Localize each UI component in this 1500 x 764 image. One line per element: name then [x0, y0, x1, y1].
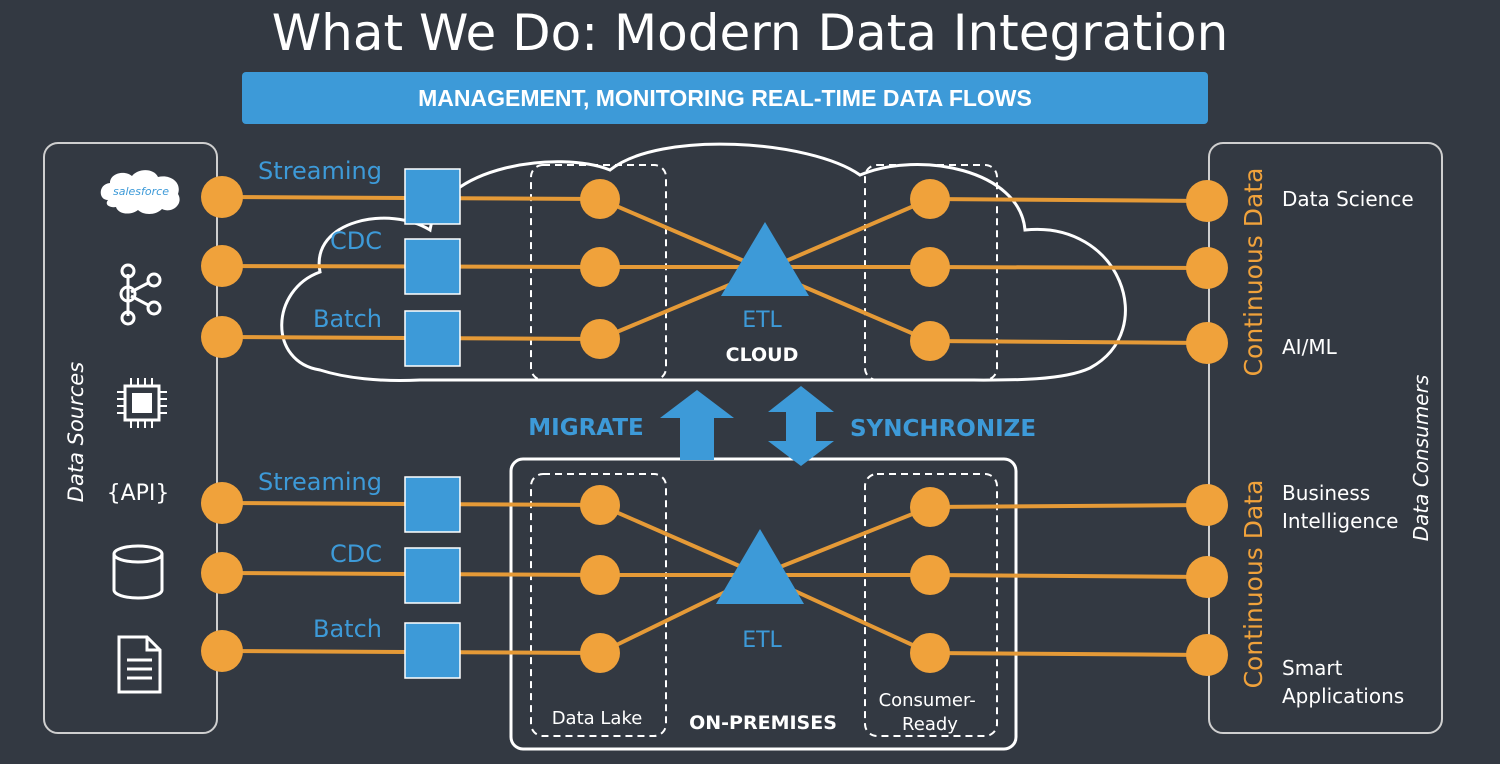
onprem-streaming-label: Streaming — [258, 468, 382, 496]
cloud-etl-label: ETL — [742, 308, 782, 333]
cloud-batch-label: Batch — [313, 305, 382, 333]
api-label: {API} — [107, 481, 170, 506]
cloud-data-lake-box — [530, 164, 667, 381]
cloud-cdc-label: CDC — [330, 227, 382, 255]
data-consumers-label: Data Consumers — [1409, 375, 1433, 542]
salesforce-logo-text: salesforce — [113, 185, 169, 198]
data-sources-label: Data Sources — [64, 362, 88, 502]
onprem-cdc-square — [404, 547, 461, 604]
consumer-data-science: Data Science — [1282, 187, 1414, 211]
orange-nodes — [201, 176, 1228, 676]
onprem-consumer-ready-box — [864, 473, 998, 737]
migrate-up-arrow-icon — [660, 390, 734, 460]
consumer-business-intelligence: Business Intelligence — [1282, 481, 1398, 533]
cloud-etl-triangle — [721, 222, 809, 296]
data-consumers-panel — [1208, 142, 1443, 734]
onprem-frame — [509, 457, 1018, 751]
data-lake-label: Data Lake — [552, 708, 643, 729]
cloud-name: CLOUD — [726, 344, 799, 366]
onprem-streaming-square — [404, 476, 461, 533]
chip-icon — [117, 378, 167, 428]
migrate-label: MIGRATE — [528, 415, 643, 441]
consumer-ready-label: Consumer- Ready — [879, 690, 982, 735]
cloud-cdc-square — [404, 238, 461, 295]
cloud-streaming-square — [404, 168, 461, 225]
database-icon — [112, 544, 164, 600]
consumer-ai-ml: AI/ML — [1282, 335, 1338, 359]
page-title: What We Do: Modern Data Integration — [271, 4, 1229, 62]
onprem-batch-square — [404, 622, 461, 679]
onprem-etl-label: ETL — [742, 628, 782, 653]
management-banner: MANAGEMENT, MONITORING REAL-TIME DATA FL… — [242, 72, 1208, 124]
cloud-consumer-ready-box — [864, 164, 998, 381]
onprem-cdc-label: CDC — [330, 540, 382, 568]
synchronize-arrow-icon — [768, 386, 834, 466]
data-sources-panel — [43, 142, 218, 734]
continuous-data-label-top: Continuous Data — [1239, 168, 1268, 377]
continuous-data-label-bottom: Continuous Data — [1239, 480, 1268, 689]
kafka-icon — [119, 263, 162, 326]
consumer-smart-applications: Smart Applications — [1282, 656, 1404, 708]
salesforce-icon: salesforce — [100, 170, 180, 214]
onprem-batch-label: Batch — [313, 615, 382, 643]
flow-lines — [221, 195, 1208, 657]
cloud-outline — [280, 142, 1127, 383]
document-icon — [117, 635, 162, 694]
cloud-batch-square — [404, 310, 461, 367]
synchronize-label: SYNCHRONIZE — [850, 416, 1036, 442]
onprem-name: ON-PREMISES — [689, 712, 837, 734]
cloud-streaming-label: Streaming — [258, 157, 382, 185]
ingest-squares — [404, 168, 461, 679]
onprem-etl-triangle — [716, 529, 804, 604]
